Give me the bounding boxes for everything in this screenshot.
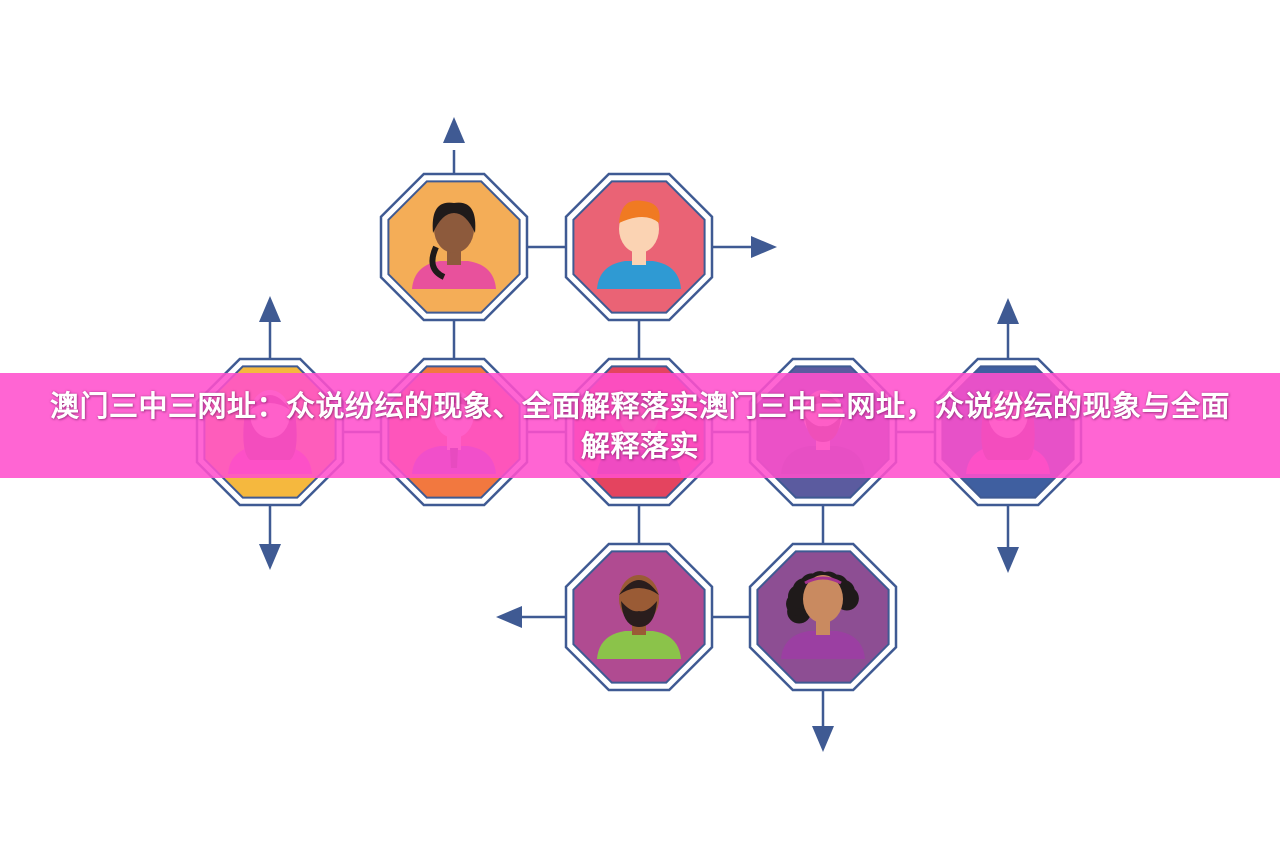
person-node-bottom-right [748,542,898,692]
hair [619,580,659,595]
title-banner: 澳门三中三网址：众说纷纭的现象、全面解释落实澳门三中三网址，众说纷纭的现象与全面… [0,373,1280,478]
shirt [597,631,681,659]
arrow-right-up-icon [997,298,1019,324]
head [803,575,843,623]
ponytail [429,245,446,280]
neck [447,249,461,265]
neck [632,249,646,265]
headband [804,576,842,585]
hair [619,200,660,223]
arrow-right-down-icon [997,547,1019,573]
arrow-left-up-icon [259,296,281,322]
arrow-top-up-icon [443,117,465,143]
beard [621,601,657,627]
shirt [781,631,865,659]
person-node-bottom-left [564,542,714,692]
head [434,205,474,253]
arrow-left-down-icon [259,544,281,570]
person-node-top-left [379,172,529,322]
hair [432,202,476,233]
arrow-bottom-down-icon [812,726,834,752]
person-node-top-right [564,172,714,322]
neck [816,619,830,635]
shirt [597,261,681,289]
arrow-bottom-left-icon [496,606,522,628]
banner-title: 澳门三中三网址：众说纷纭的现象、全面解释落实澳门三中三网址，众说纷纭的现象与全面… [49,388,1230,463]
arrow-top-right-icon [751,236,777,258]
